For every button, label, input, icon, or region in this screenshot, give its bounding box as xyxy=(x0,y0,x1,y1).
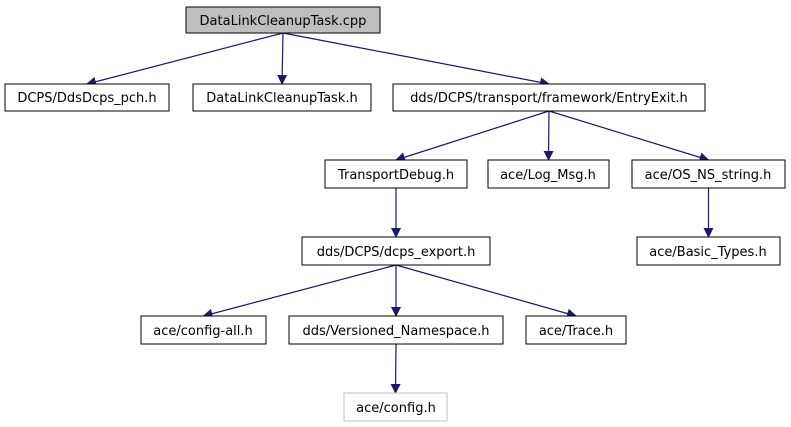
node-trace[interactable]: ace/Trace.h xyxy=(525,315,627,345)
node-os-ns-string[interactable]: ace/OS_NS_string.h xyxy=(631,159,786,189)
node-dds-dcps-pch[interactable]: DCPS/DdsDcps_pch.h xyxy=(4,83,170,112)
node-config: ace/config.h xyxy=(343,392,448,422)
node-trace-label: ace/Trace.h xyxy=(539,324,613,339)
node-dcps-export-label: dds/DCPS/dcps_export.h xyxy=(317,245,476,260)
node-dds-dcps-pch-label: DCPS/DdsDcps_pch.h xyxy=(17,91,156,106)
node-root-label: DataLinkCleanupTask.cpp xyxy=(200,14,367,29)
node-entry-exit-label: dds/DCPS/transport/framework/EntryExit.h xyxy=(410,91,688,106)
nodes: DataLinkCleanupTask.cpp DCPS/DdsDcps_pch… xyxy=(4,6,786,422)
edge-n3-to-n5 xyxy=(543,110,554,161)
node-log-msg[interactable]: ace/Log_Msg.h xyxy=(487,159,610,189)
node-transport-debug[interactable]: TransportDebug.h xyxy=(324,159,468,189)
edge-root-to-n3 xyxy=(282,32,550,88)
node-entry-exit[interactable]: dds/DCPS/transport/framework/EntryExit.h xyxy=(392,83,706,112)
edge-n10-to-n12 xyxy=(390,343,401,394)
node-datalink-cleanup-task-h-label: DataLinkCleanupTask.h xyxy=(206,91,357,106)
node-basic-types-label: ace/Basic_Types.h xyxy=(649,245,766,260)
node-log-msg-label: ace/Log_Msg.h xyxy=(500,168,596,183)
node-datalink-cleanup-task-h[interactable]: DataLinkCleanupTask.h xyxy=(192,83,372,112)
edge-n7-to-n9 xyxy=(202,264,397,319)
edge-n3-to-n6 xyxy=(548,110,710,163)
node-os-ns-string-label: ace/OS_NS_string.h xyxy=(645,168,772,183)
edge-root-to-n2 xyxy=(277,32,288,85)
node-transport-debug-label: TransportDebug.h xyxy=(337,168,454,183)
node-versioned-namespace[interactable]: dds/Versioned_Namespace.h xyxy=(288,315,504,345)
node-config-all-label: ace/config-all.h xyxy=(153,324,253,339)
node-versioned-namespace-label: dds/Versioned_Namespace.h xyxy=(302,324,489,339)
edge-root-to-n1 xyxy=(86,32,284,87)
node-config-label: ace/config.h xyxy=(356,401,436,416)
edges xyxy=(86,32,714,394)
node-dcps-export[interactable]: dds/DCPS/dcps_export.h xyxy=(301,236,491,266)
node-config-all[interactable]: ace/config-all.h xyxy=(140,315,267,345)
edge-n7-to-n11 xyxy=(395,264,577,319)
node-basic-types[interactable]: ace/Basic_Types.h xyxy=(636,236,781,266)
node-root[interactable]: DataLinkCleanupTask.cpp xyxy=(185,6,381,34)
edge-n3-to-n4 xyxy=(395,110,550,163)
